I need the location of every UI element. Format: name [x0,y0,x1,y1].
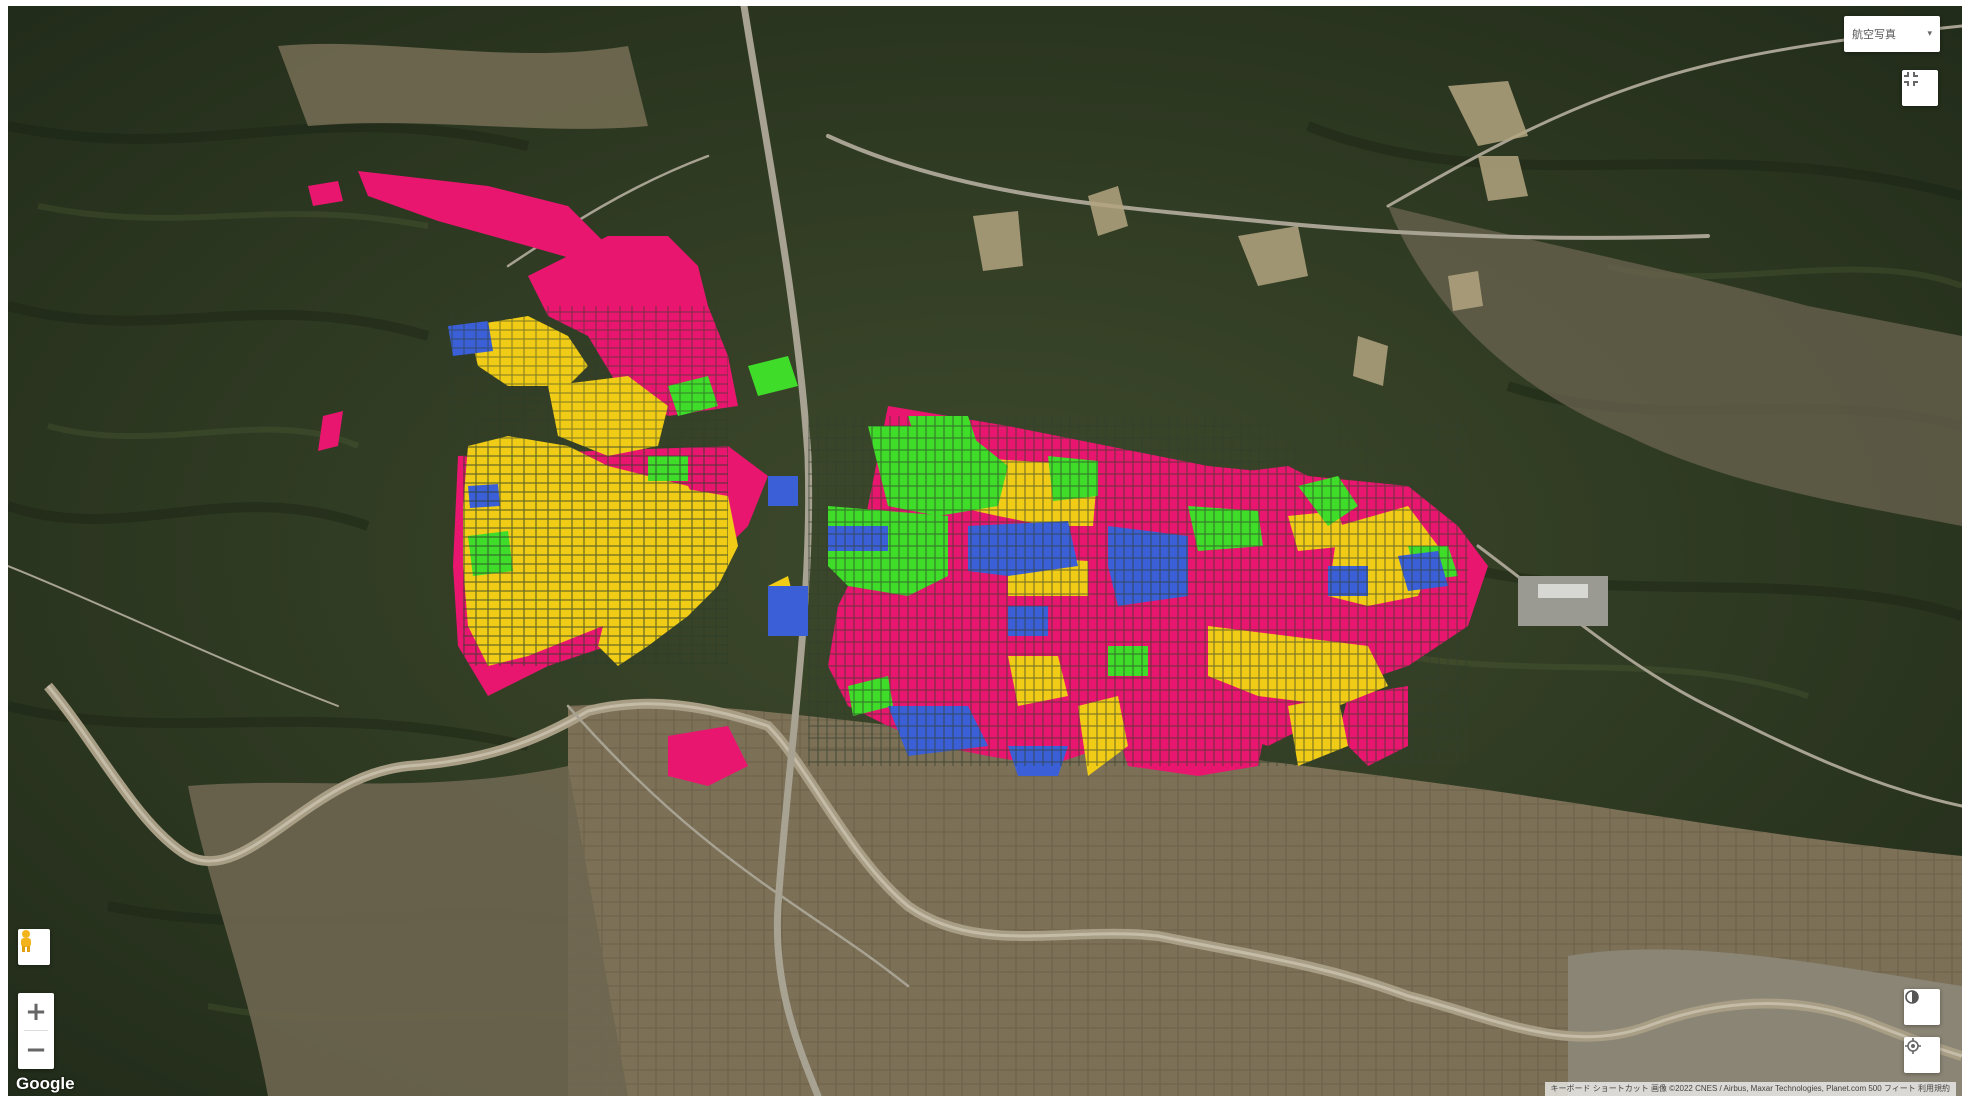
contrast-icon [1905,990,1919,1004]
zoom-out-button[interactable]: − [18,1031,54,1068]
map-type-selector[interactable]: 航空写真 ▾ [1844,16,1940,52]
zoom-divider [24,1030,48,1031]
street-view-pegman-button[interactable] [18,929,50,965]
north-farmland [278,43,648,129]
road-west [8,565,339,707]
fullscreen-exit-icon [1904,72,1918,86]
river-water [46,685,1962,1058]
paddy-plain-west [188,766,628,1096]
main-road-east [826,134,1710,240]
my-location-icon [1905,1038,1921,1054]
my-location-button[interactable] [1904,1037,1940,1073]
fullscreen-button[interactable] [1902,70,1938,106]
zoom-in-button[interactable]: + [18,993,54,1030]
parcel-grid-west [463,446,728,666]
map-canvas[interactable] [8,6,1962,1096]
chevron-down-icon: ▾ [1927,29,1932,39]
map-attribution[interactable]: キーボード ショートカット 画像 ©2022 CNES / Airbus, Ma… [1544,1082,1956,1096]
town-area [1568,949,1962,1096]
parcel-grid-center [808,416,1468,766]
google-logo: Google [16,1074,75,1093]
minus-icon: − [25,1034,47,1065]
facility-east-building [1538,584,1588,598]
road-northeast [1386,24,1962,208]
plus-icon: + [25,996,47,1027]
contrast-button[interactable] [1904,989,1940,1025]
northeast-farmland [1388,206,1962,526]
parcel-grid-north [448,306,728,446]
satellite-map[interactable]: 航空写真 ▾ + − [8,6,1962,1096]
facility-east [1518,576,1608,626]
map-type-label: 航空写真 [1852,28,1896,41]
road-south-plain [566,704,910,988]
pegman-icon [21,930,31,952]
field-parcels[interactable] [308,171,1488,786]
zoom-control: + − [18,993,54,1069]
road-north-west [506,154,710,268]
cleared-patches [973,81,1528,386]
